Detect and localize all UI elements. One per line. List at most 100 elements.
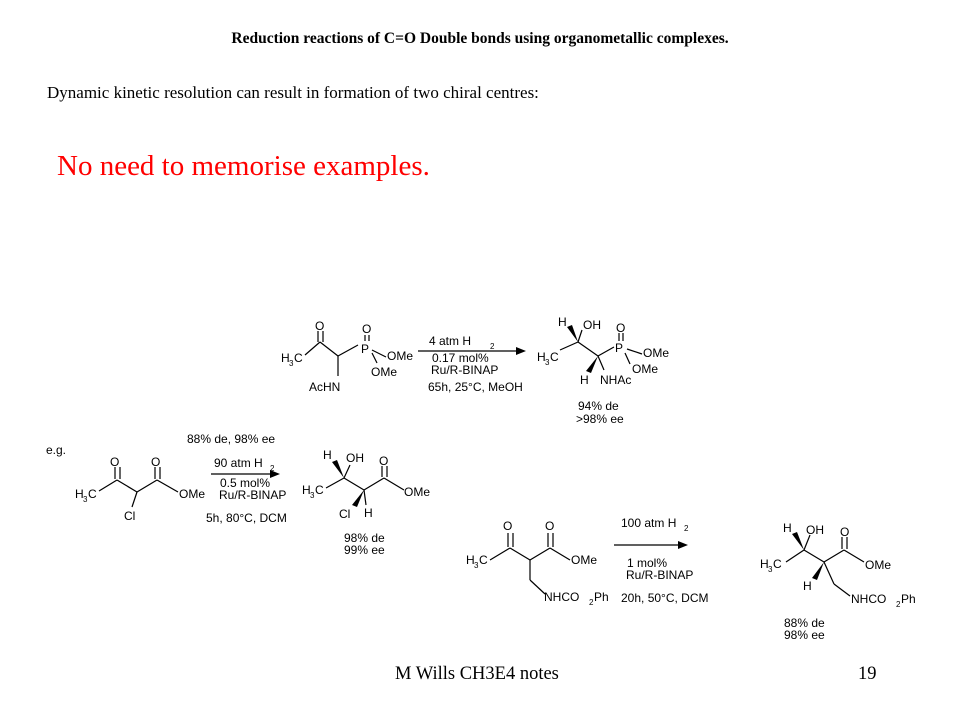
- r3-methyl-sub: 3: [474, 561, 479, 570]
- r2p-methyl-h: H: [302, 483, 311, 497]
- r1-catalyst: Ru/R-BINAP: [431, 363, 498, 377]
- reaction-2-conditions: 90 atm H 2 0.5 mol% Ru/R-BINAP 5h, 80°C,…: [206, 456, 287, 525]
- reaction-1-product: H OH O P OMe OMe H 3 C H NHAc: [537, 315, 669, 387]
- r1-p: P: [361, 342, 369, 356]
- r3p-ome: OMe: [865, 558, 891, 572]
- r1p-methyl-sub: 3: [545, 358, 550, 367]
- r2-loading: 0.5 mol%: [220, 476, 270, 490]
- r3-methyl-h: H: [466, 553, 475, 567]
- r1-methyl-sub: 3: [289, 359, 294, 368]
- r3-pressure: 100 atm H: [621, 516, 676, 530]
- r3p-methyl-h: H: [760, 557, 769, 571]
- r3p-h: H: [783, 521, 792, 535]
- r3-arrow-head: [678, 541, 688, 549]
- r3p-methyl-sub: 3: [768, 565, 773, 574]
- r2-header: 88% de, 98% ee: [187, 432, 275, 446]
- r2-cl: Cl: [124, 509, 135, 523]
- r2p-h: H: [323, 448, 332, 462]
- r2-methyl-h: H: [75, 487, 84, 501]
- r1-pressure-sub: 2: [490, 342, 495, 351]
- r2p-cl: Cl: [339, 507, 350, 521]
- r2-pressure-sub: 2: [270, 464, 275, 473]
- r1-de: 94% de: [578, 399, 619, 413]
- reaction-2-product: H OH O H 3 C OMe Cl H: [302, 448, 430, 521]
- r2-methyl-c: C: [88, 487, 97, 501]
- r3p-methyl-c: C: [773, 557, 782, 571]
- r1-pressure: 4 atm H: [429, 334, 471, 348]
- r2-wedge-h: [332, 460, 344, 478]
- r3p-nhco: NHCO: [851, 592, 886, 606]
- r1-wedge-h2: [586, 356, 598, 373]
- r1-phosphonate-o: O: [362, 322, 371, 336]
- reaction-1: O O H 3 C P OMe OMe AcHN 4 atm H 2 0.17 …: [281, 315, 669, 426]
- r2-wedge-cl: [352, 490, 364, 507]
- r3-pressure-sub: 2: [684, 524, 689, 533]
- r1-methyl-c: C: [294, 351, 303, 365]
- r2-time-temp: 5h, 80°C, DCM: [206, 511, 287, 525]
- r1-methyl-h: H: [281, 351, 290, 365]
- r1-wedge-h: [567, 325, 578, 342]
- r3p-o: O: [840, 525, 849, 539]
- reaction-3-product: H OH O H 3 C OMe H NHCO 2 Ph: [760, 521, 916, 609]
- reaction-3: O O H 3 C OMe NHCO 2 Ph 100 atm H 2 1 mo…: [466, 516, 916, 642]
- r2p-methyl-sub: 3: [310, 491, 315, 500]
- r1p-methyl-h: H: [537, 350, 546, 364]
- r1p-methyl-c: C: [550, 350, 559, 364]
- r3-wedge-h: [792, 532, 804, 550]
- r3p-oh: OH: [806, 523, 824, 537]
- r2p-oh: OH: [346, 451, 364, 465]
- r1-loading: 0.17 mol%: [432, 351, 489, 365]
- r1p-o: O: [616, 321, 625, 335]
- r2p-o: O: [379, 454, 388, 468]
- r3-nhco: NHCO: [544, 590, 579, 604]
- r1-ome-2: OMe: [371, 365, 397, 379]
- r2p-h2: H: [364, 506, 373, 520]
- r2-ome: OMe: [179, 487, 205, 501]
- r2-catalyst: Ru/R-BINAP: [219, 488, 286, 502]
- r2p-methyl-c: C: [315, 483, 324, 497]
- r3-ome: OMe: [571, 553, 597, 567]
- slide-subtitle: Dynamic kinetic resolution can result in…: [47, 83, 539, 102]
- r1p-nhac: NHAc: [600, 373, 631, 387]
- r2-arrow-head: [270, 470, 280, 478]
- eg-label: e.g.: [46, 443, 66, 457]
- r1p-ome-2: OMe: [632, 362, 658, 376]
- r3-de: 88% de: [784, 616, 825, 630]
- r1p-h2: H: [580, 373, 589, 387]
- r2-methyl-sub: 3: [83, 495, 88, 504]
- r2-pressure: 90 atm H: [214, 456, 263, 470]
- r3-nhco-sub: 2: [589, 598, 594, 607]
- r1-time-temp: 65h, 25°C, MeOH: [428, 380, 523, 394]
- r2-o-1: O: [110, 455, 119, 469]
- r1p-p: P: [615, 341, 623, 355]
- r3-time-temp: 20h, 50°C, DCM: [621, 591, 709, 605]
- reaction-2: O O H 3 C OMe Cl 90 atm H 2 0.5 mol% Ru/…: [75, 448, 430, 557]
- r2p-ome: OMe: [404, 485, 430, 499]
- r1-ome-1: OMe: [387, 349, 413, 363]
- r1p-ome-1: OMe: [643, 346, 669, 360]
- r3-ph: Ph: [594, 590, 609, 604]
- red-note: No need to memorise examples.: [57, 150, 430, 182]
- r3-methyl-c: C: [479, 553, 488, 567]
- reaction-3-substrate: O O H 3 C OMe NHCO 2 Ph: [466, 519, 609, 607]
- reaction-1-conditions: 4 atm H 2 0.17 mol% Ru/R-BINAP 65h, 25°C…: [418, 334, 526, 394]
- r1-ketone-o: O: [315, 319, 324, 333]
- r1p-oh: OH: [583, 318, 601, 332]
- r3p-nhco-sub: 2: [896, 600, 901, 609]
- reaction-2-substrate: O O H 3 C OMe Cl: [75, 455, 205, 523]
- r1-achn: AcHN: [309, 380, 340, 394]
- reaction-3-conditions: 100 atm H 2 1 mol% Ru/R-BINAP 20h, 50°C,…: [614, 516, 709, 605]
- r1-arrow-head: [516, 347, 526, 355]
- r3-catalyst: Ru/R-BINAP: [626, 568, 693, 582]
- r3-o-1: O: [503, 519, 512, 533]
- r3-o-2: O: [545, 519, 554, 533]
- page-number: 19: [858, 664, 877, 684]
- r3-ee: 98% ee: [784, 628, 825, 642]
- r2-o-2: O: [151, 455, 160, 469]
- r3-loading: 1 mol%: [627, 556, 667, 570]
- r3p-h2: H: [803, 579, 812, 593]
- r3p-ph: Ph: [901, 592, 916, 606]
- slide-title: Reduction reactions of C=O Double bonds …: [231, 30, 729, 47]
- r1-ee: >98% ee: [576, 412, 624, 426]
